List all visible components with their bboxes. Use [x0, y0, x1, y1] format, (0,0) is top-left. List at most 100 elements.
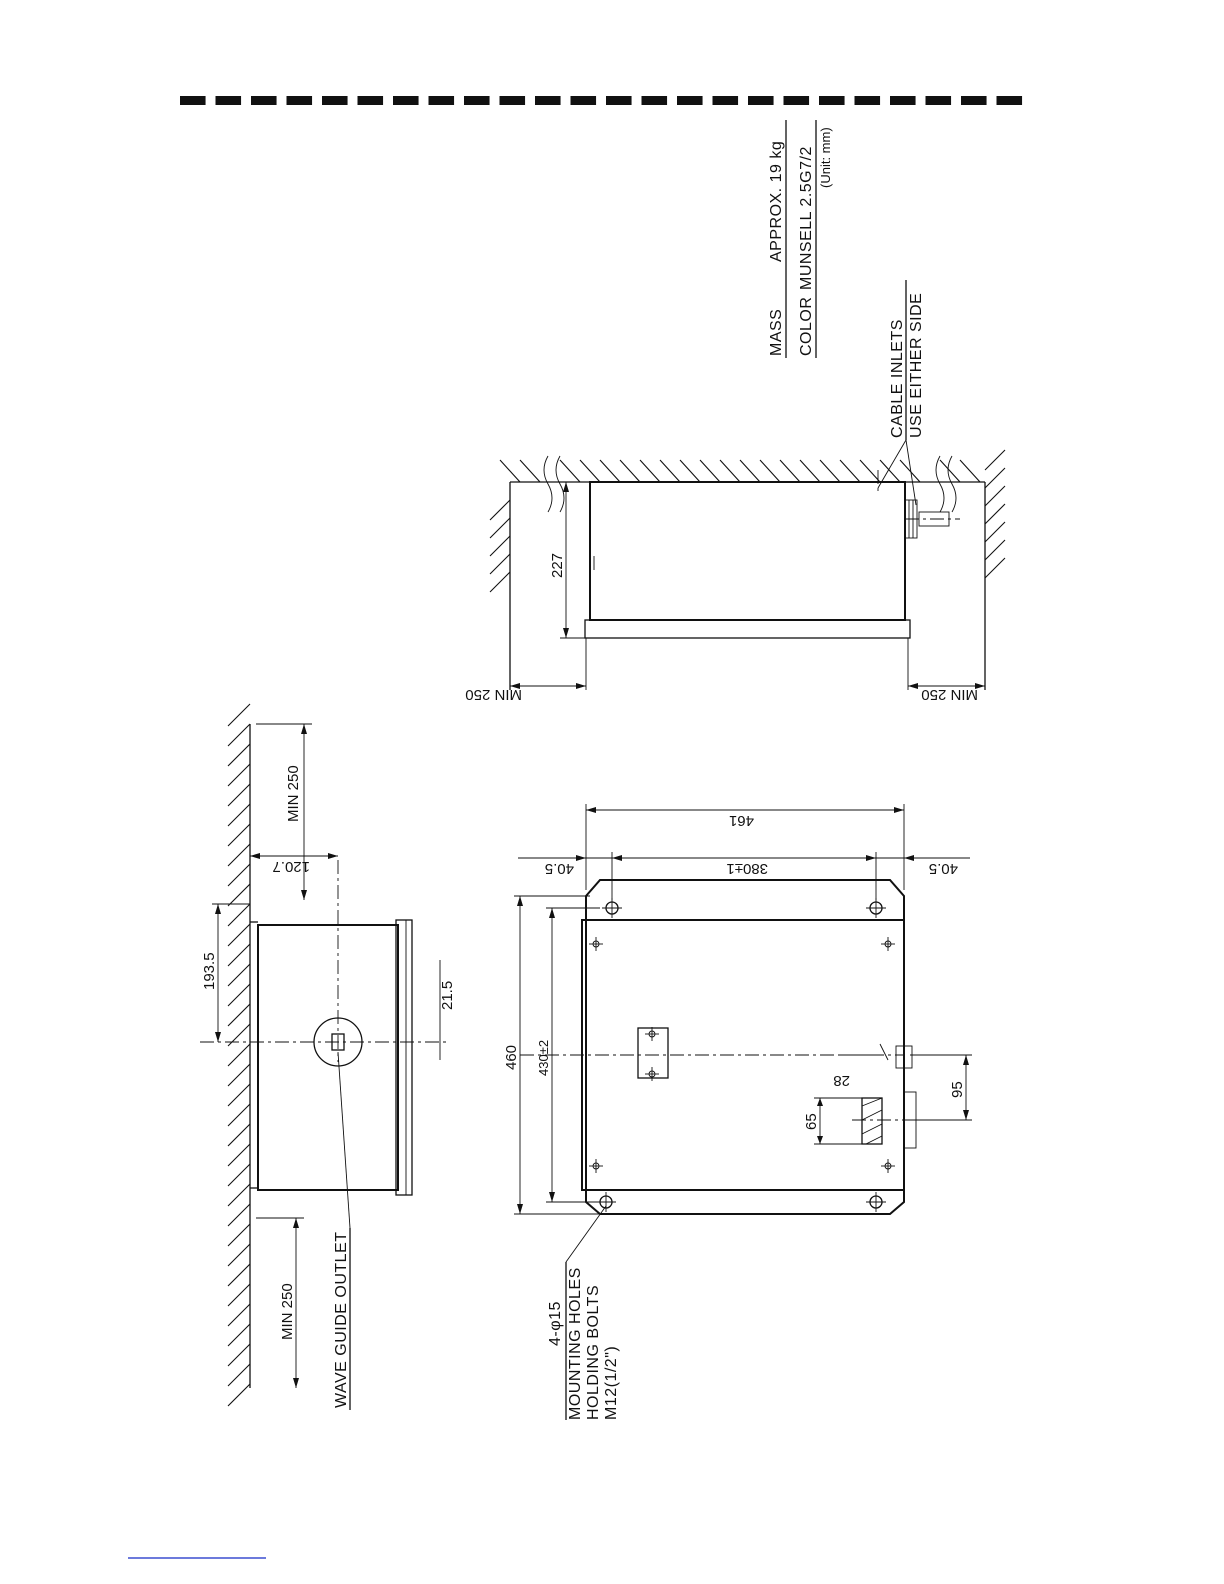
header-dash — [535, 96, 561, 105]
hatch-line — [520, 460, 540, 482]
hatch-line — [985, 450, 1005, 470]
hatch-line — [228, 1384, 250, 1406]
hatch-line — [228, 1044, 250, 1066]
hatch-line — [720, 460, 740, 482]
dim-front-height-total: 460 — [503, 1045, 520, 1070]
hatch-line — [490, 572, 510, 592]
hatch-line — [228, 1264, 250, 1286]
hatch-line — [985, 522, 1005, 542]
use-either-side-label: USE EITHER SIDE — [908, 293, 925, 438]
hatch-line — [985, 558, 1005, 578]
hatch-line — [228, 1104, 250, 1126]
dim-top-min-lower: MIN 250 — [279, 1283, 296, 1340]
side-wall-hatch-right — [985, 450, 1005, 578]
hatch-line — [228, 944, 250, 966]
hatch-line — [660, 460, 680, 482]
front-view: 461 40.5 380±1 40.5 460 430±2 95 28 — [503, 804, 972, 1420]
hatch-line — [960, 460, 980, 482]
header-dash — [180, 96, 206, 105]
hatch-line — [760, 460, 780, 482]
hatch-line — [228, 1024, 250, 1046]
hatch-line — [228, 864, 250, 886]
hatch-line — [620, 460, 640, 482]
hatch-line — [580, 460, 600, 482]
header-dash — [606, 96, 632, 105]
cable-inlets-label: CABLE INLETS — [889, 319, 906, 438]
dim-front-cable-offset: 95 — [949, 1081, 966, 1098]
top-view: MIN 250 120.7 193.5 21.5 MIN 250 WAVE GU… — [200, 704, 456, 1410]
dim-top-depth: 193.5 — [201, 952, 218, 990]
header-dash — [926, 96, 952, 105]
header-dash — [571, 96, 597, 105]
dim-side-depth: 227 — [549, 553, 566, 578]
dim-top-offset: 120.7 — [272, 858, 310, 875]
hatch-line — [228, 1284, 250, 1306]
hatch-line — [228, 1164, 250, 1186]
hatch-line — [560, 460, 580, 482]
hatch-line — [228, 984, 250, 1006]
bolt-size-label: M12(1/2") — [603, 1346, 620, 1420]
hatch-line — [228, 1084, 250, 1106]
holding-bolts-label: HOLDING BOLTS — [585, 1285, 602, 1420]
mass-value: APPROX. 19 kg — [768, 141, 785, 262]
header-dash — [216, 96, 242, 105]
header-dash — [677, 96, 703, 105]
hatch-line — [228, 844, 250, 866]
mounting-holes-count: 4-φ15 — [547, 1301, 564, 1346]
header-dash — [251, 96, 277, 105]
color-value: MUNSELL 2.5G7/2 — [798, 146, 815, 290]
header-dash — [713, 96, 739, 105]
header-dash — [358, 96, 384, 105]
side-wall-hatch-top — [500, 460, 980, 482]
hatch-line — [228, 1144, 250, 1166]
hatch-line — [228, 924, 250, 946]
hatch-line — [228, 1364, 250, 1386]
hatch-line — [500, 460, 520, 482]
hatch-line — [985, 468, 1005, 488]
hatch-line — [700, 460, 720, 482]
hatch-line — [490, 536, 510, 556]
hatch-line — [228, 964, 250, 986]
header-dash — [890, 96, 916, 105]
hatch-line — [840, 460, 860, 482]
hatch-line — [228, 804, 250, 826]
hatch-line — [228, 884, 250, 906]
cable-inlets-callout: CABLE INLETS USE EITHER SIDE — [878, 280, 925, 505]
header-dash — [855, 96, 881, 105]
dim-front-hole-pitch: 380±1 — [726, 860, 768, 877]
hatch-line — [490, 554, 510, 574]
hatch-line — [228, 1184, 250, 1206]
header-dash — [997, 96, 1023, 105]
hatch-line — [490, 500, 510, 520]
hatch-line — [228, 1244, 250, 1266]
spec-block: MASS APPROX. 19 kg COLOR MUNSELL 2.5G7/2… — [768, 120, 833, 358]
hatch-line — [228, 784, 250, 806]
dim-side-min-left: MIN 250 — [465, 686, 522, 703]
top-wall-hatch — [228, 704, 250, 1406]
hatch-line — [228, 1004, 250, 1026]
dim-top-outlet-offset: 21.5 — [439, 981, 456, 1010]
color-label: COLOR — [798, 297, 815, 356]
header-dash — [464, 96, 490, 105]
hatch-line — [780, 460, 800, 482]
header-dash — [748, 96, 774, 105]
header-dash — [642, 96, 668, 105]
unit-note: (Unit: mm) — [818, 127, 833, 188]
hatch-line — [820, 460, 840, 482]
header-dash — [961, 96, 987, 105]
hatch-line — [640, 460, 660, 482]
hatch-line — [680, 460, 700, 482]
hatch-line — [228, 904, 250, 926]
hatch-line — [228, 1344, 250, 1366]
hatch-line — [985, 540, 1005, 560]
hatch-line — [860, 460, 880, 482]
dim-top-min-upper: MIN 250 — [285, 765, 302, 822]
hatch-line — [600, 460, 620, 482]
dim-front-slot-offset: 28 — [833, 1072, 850, 1089]
header-dash — [287, 96, 313, 105]
hatch-line — [228, 704, 250, 726]
hatch-line — [985, 504, 1005, 524]
hatch-line — [228, 764, 250, 786]
